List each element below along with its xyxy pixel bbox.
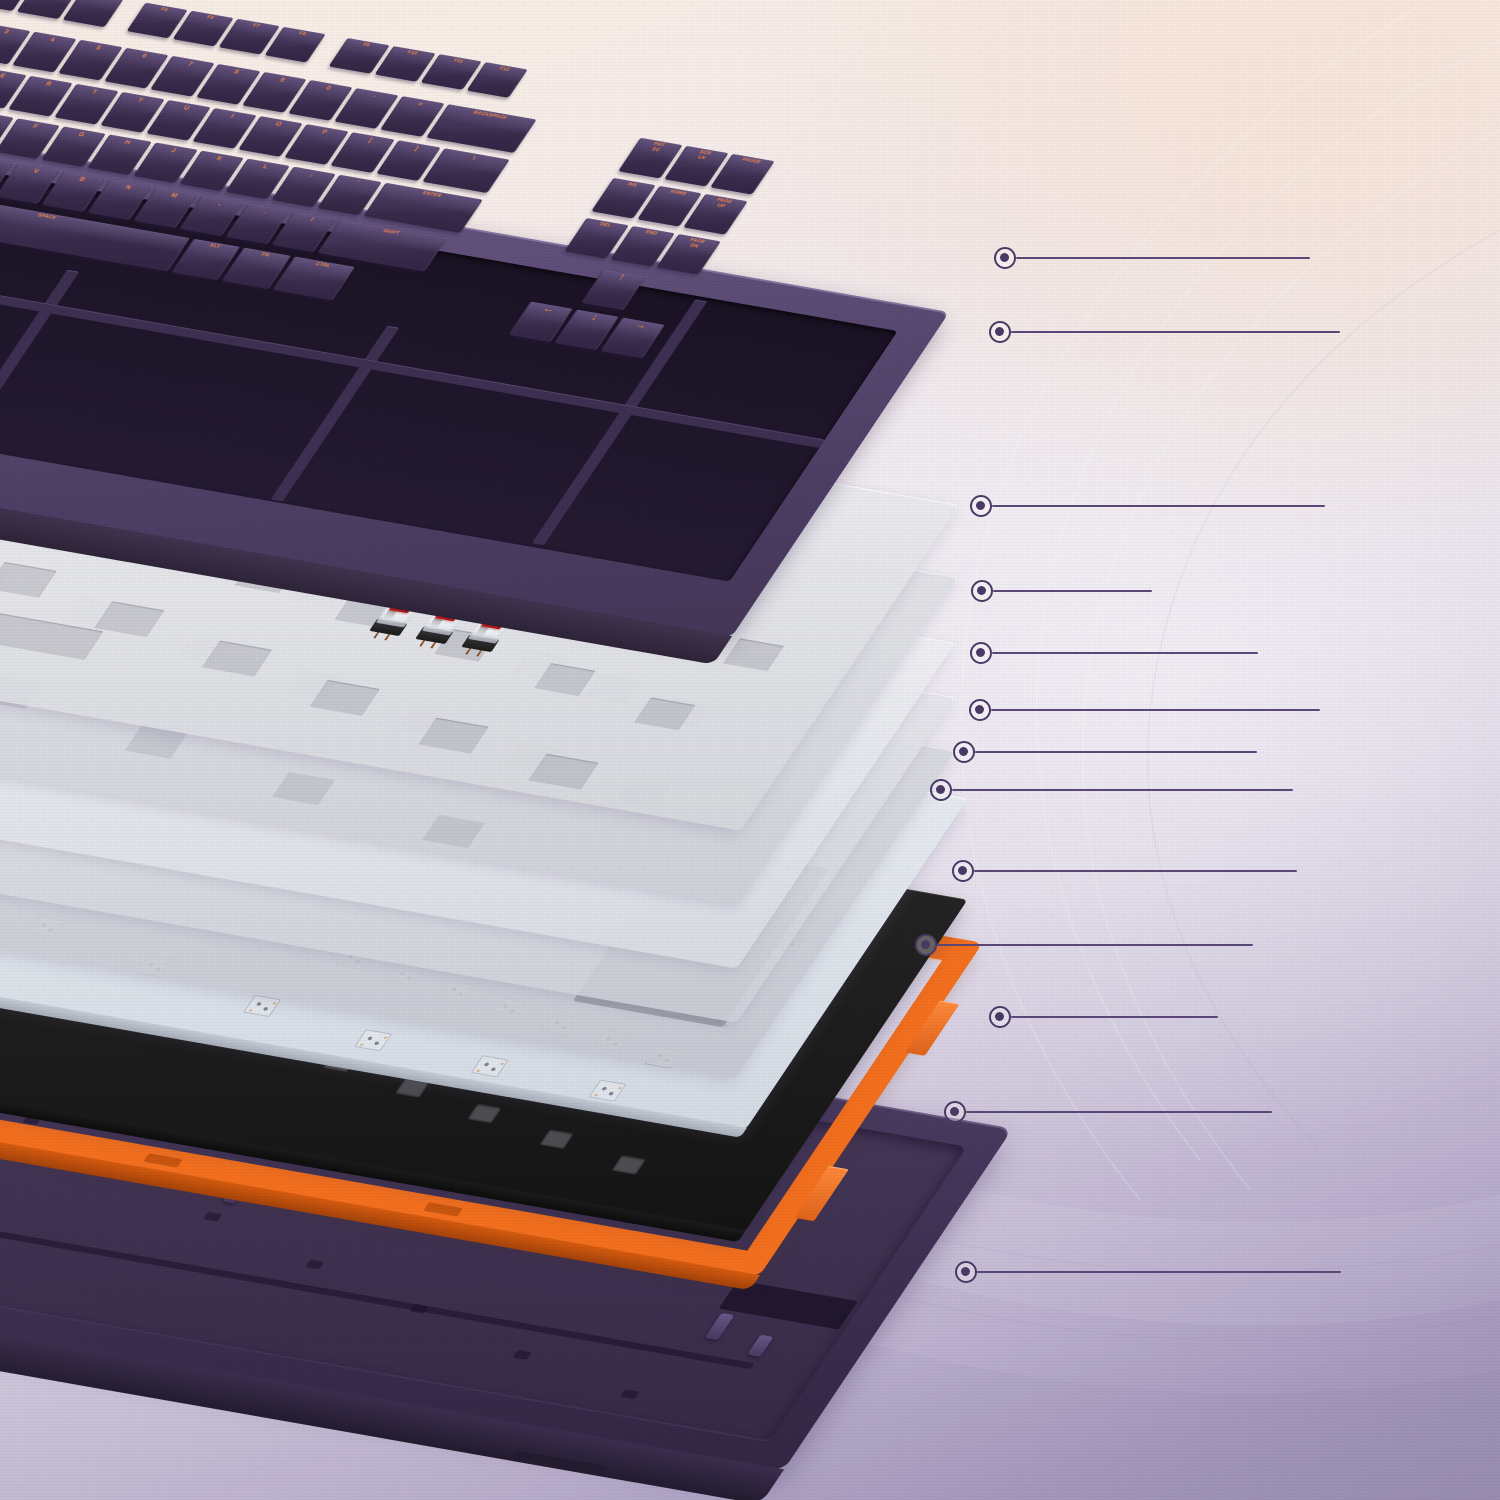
callout-leader-poron-upper	[992, 652, 1258, 654]
callout-leader-keycaps	[1016, 257, 1310, 259]
callout-leader-cover-bottom	[977, 1271, 1341, 1273]
callout-dot-pc-board[interactable]	[971, 580, 993, 602]
callout-dot-pcb-board[interactable]	[952, 860, 974, 882]
callout-leader-ixpe-pad	[991, 709, 1320, 711]
callout-dot-cover-bottom[interactable]	[955, 1261, 977, 1283]
callout-leader-pet-pad	[975, 751, 1257, 753]
callout-dot-decor-frame[interactable]	[989, 1006, 1011, 1028]
callout-dot-poron-upper[interactable]	[970, 642, 992, 664]
callout-dot-keycaps[interactable]	[994, 247, 1016, 269]
callout-dot-silicone-pad[interactable]	[930, 779, 952, 801]
callout-leader-cover-top	[1011, 331, 1340, 333]
callout-dot-pet-pad[interactable]	[953, 741, 975, 763]
callout-leader-decor-frame	[1011, 1016, 1218, 1018]
callout-dot-poron-lower[interactable]	[915, 934, 937, 956]
callout-leader-poron-lower	[937, 944, 1253, 946]
callout-leader-switches	[992, 505, 1325, 507]
callout-dot-switches[interactable]	[970, 495, 992, 517]
callout-leader-filling-cotton	[966, 1111, 1272, 1113]
callout-dot-ixpe-pad[interactable]	[969, 699, 991, 721]
callout-dot-filling-cotton[interactable]	[944, 1101, 966, 1123]
callout-leader-pc-board	[993, 590, 1152, 592]
callout-leader-silicone-pad	[952, 789, 1293, 791]
callout-leader-pcb-board	[974, 870, 1297, 872]
callout-dot-cover-top[interactable]	[989, 321, 1011, 343]
